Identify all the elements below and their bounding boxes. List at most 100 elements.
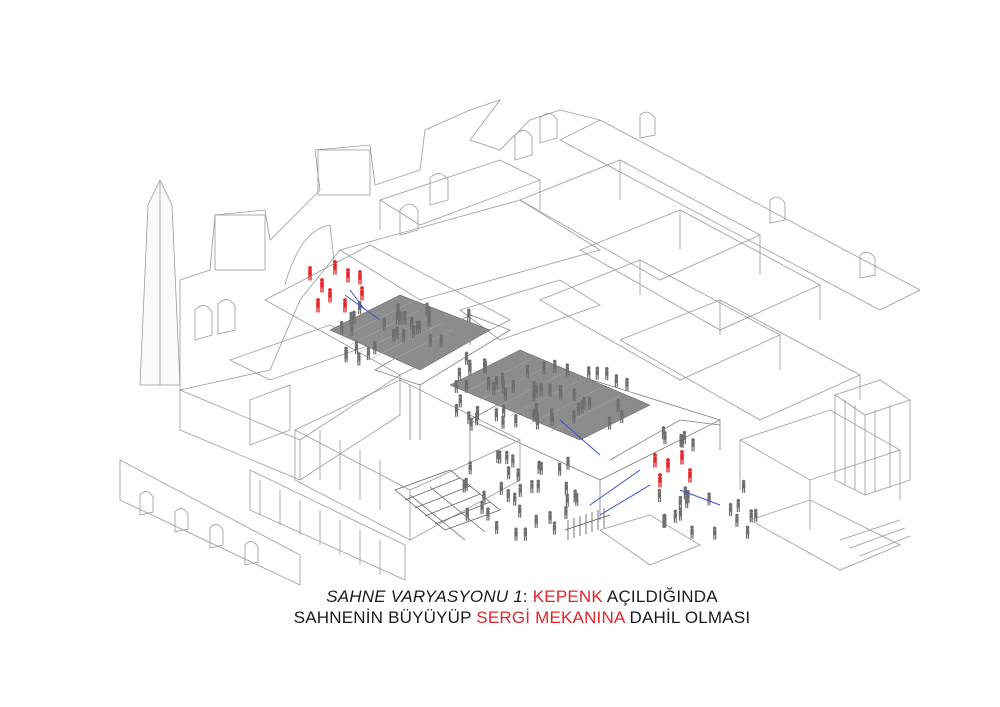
- audience-figure: [494, 520, 499, 535]
- right-wing: [519, 111, 921, 421]
- performer-figure: [308, 266, 312, 281]
- performers: [308, 260, 692, 488]
- performer-figure: [328, 288, 332, 303]
- audience-figure: [550, 412, 554, 426]
- audience-figure: [339, 320, 344, 335]
- audience-figure: [552, 521, 557, 535]
- audience-figure: [690, 525, 694, 539]
- audience-figure: [457, 367, 462, 381]
- audience-figure: [409, 316, 414, 330]
- audience-figure: [535, 416, 540, 430]
- audience-figure: [417, 320, 422, 334]
- caption-highlight-kepenk: KEPENK: [532, 587, 603, 606]
- isometric-building-drawing: [119, 99, 921, 586]
- audience-figure: [391, 328, 396, 342]
- back-facade: [179, 99, 601, 391]
- performer-figure: [666, 458, 670, 473]
- audience-figure: [712, 526, 717, 540]
- audience-figure: [586, 366, 591, 380]
- performer-figure: [333, 260, 337, 275]
- performer-figure: [346, 268, 350, 283]
- audience-figure: [572, 410, 576, 424]
- audience-figure: [576, 402, 581, 416]
- audience-figure: [736, 498, 741, 513]
- audience-figure: [657, 488, 662, 502]
- audience-figure: [754, 508, 758, 522]
- audience-figure: [506, 466, 511, 480]
- audience-figure: [614, 374, 619, 388]
- audience-figure: [512, 492, 517, 506]
- audience-figure: [523, 527, 528, 541]
- seating-tier-lower: [449, 349, 651, 441]
- audience-figure: [352, 310, 356, 324]
- audience-figure: [595, 366, 600, 380]
- audience-figure: [464, 351, 469, 365]
- fence: [564, 508, 611, 540]
- audience-figure: [548, 510, 552, 525]
- audience-figure: [530, 479, 534, 494]
- audience-figure: [454, 403, 459, 417]
- audience-figure: [684, 495, 689, 509]
- audience-figure: [625, 377, 629, 391]
- audience-figure: [518, 483, 523, 497]
- audience-figure: [357, 352, 361, 366]
- audience-figure: [566, 456, 570, 470]
- audience-figure: [506, 489, 511, 503]
- audience-figure: [679, 433, 683, 447]
- audience-figure: [468, 461, 472, 475]
- audience-figure: [678, 495, 683, 510]
- audience-figure: [573, 489, 577, 503]
- audience-figure: [707, 492, 711, 506]
- sight-lines: [344, 289, 721, 516]
- audience-figure: [428, 333, 433, 348]
- audience-figure: [607, 416, 612, 430]
- audience-figure: [735, 513, 739, 527]
- audience-figure: [565, 363, 570, 377]
- caption-line-1: SAHNE VARYASYONU 1: KEPENK AÇILDIĞINDA: [22, 587, 1000, 607]
- container-blocks: [249, 379, 521, 581]
- performer-figure: [358, 270, 362, 285]
- audience-figure: [373, 341, 377, 355]
- audience-figure: [582, 396, 586, 410]
- audience-figure: [673, 509, 678, 523]
- audience-figure: [427, 313, 431, 327]
- audience-figure: [542, 361, 546, 375]
- audience-figure: [678, 507, 683, 521]
- audience-figure: [534, 514, 538, 528]
- audience-figure: [486, 507, 490, 521]
- audience-figure: [501, 379, 505, 394]
- audience-figure: [539, 461, 543, 475]
- audience-figure: [572, 388, 576, 402]
- caption-part-1: SAHNENİN BÜYÜYÜP: [293, 608, 477, 627]
- audience-figure: [565, 493, 570, 507]
- audience-figure: [728, 502, 733, 517]
- audience-figure: [454, 379, 459, 394]
- audience-figure: [482, 358, 487, 372]
- audience-figure: [553, 359, 557, 373]
- audience-figure: [587, 396, 592, 410]
- performer-figure: [343, 298, 347, 313]
- audience-figure: [494, 408, 499, 422]
- caption-title: SAHNE VARYASYONU 1: [326, 587, 523, 606]
- performer-figure: [360, 286, 364, 301]
- performer-figure: [688, 468, 692, 483]
- audience-figure: [401, 329, 406, 343]
- audience-figure: [616, 398, 620, 413]
- audience-figure: [682, 430, 687, 445]
- audience-figure: [516, 468, 520, 482]
- audience-figure: [382, 317, 386, 331]
- audience-figure: [558, 386, 563, 400]
- front-facade-left: [119, 459, 301, 586]
- audience-figure: [468, 362, 472, 376]
- audience-figure: [480, 500, 484, 515]
- caption-colon: :: [522, 587, 533, 606]
- audience-figure: [486, 376, 491, 390]
- audience-figure: [539, 383, 543, 397]
- audience-figure: [497, 450, 502, 464]
- audience-figure: [403, 311, 407, 325]
- caption-rest-1: AÇILDIĞINDA: [602, 587, 718, 606]
- audience-figure: [620, 409, 624, 424]
- audience-figure: [749, 509, 753, 523]
- audience-figure: [467, 308, 471, 322]
- audience-figure: [662, 513, 667, 527]
